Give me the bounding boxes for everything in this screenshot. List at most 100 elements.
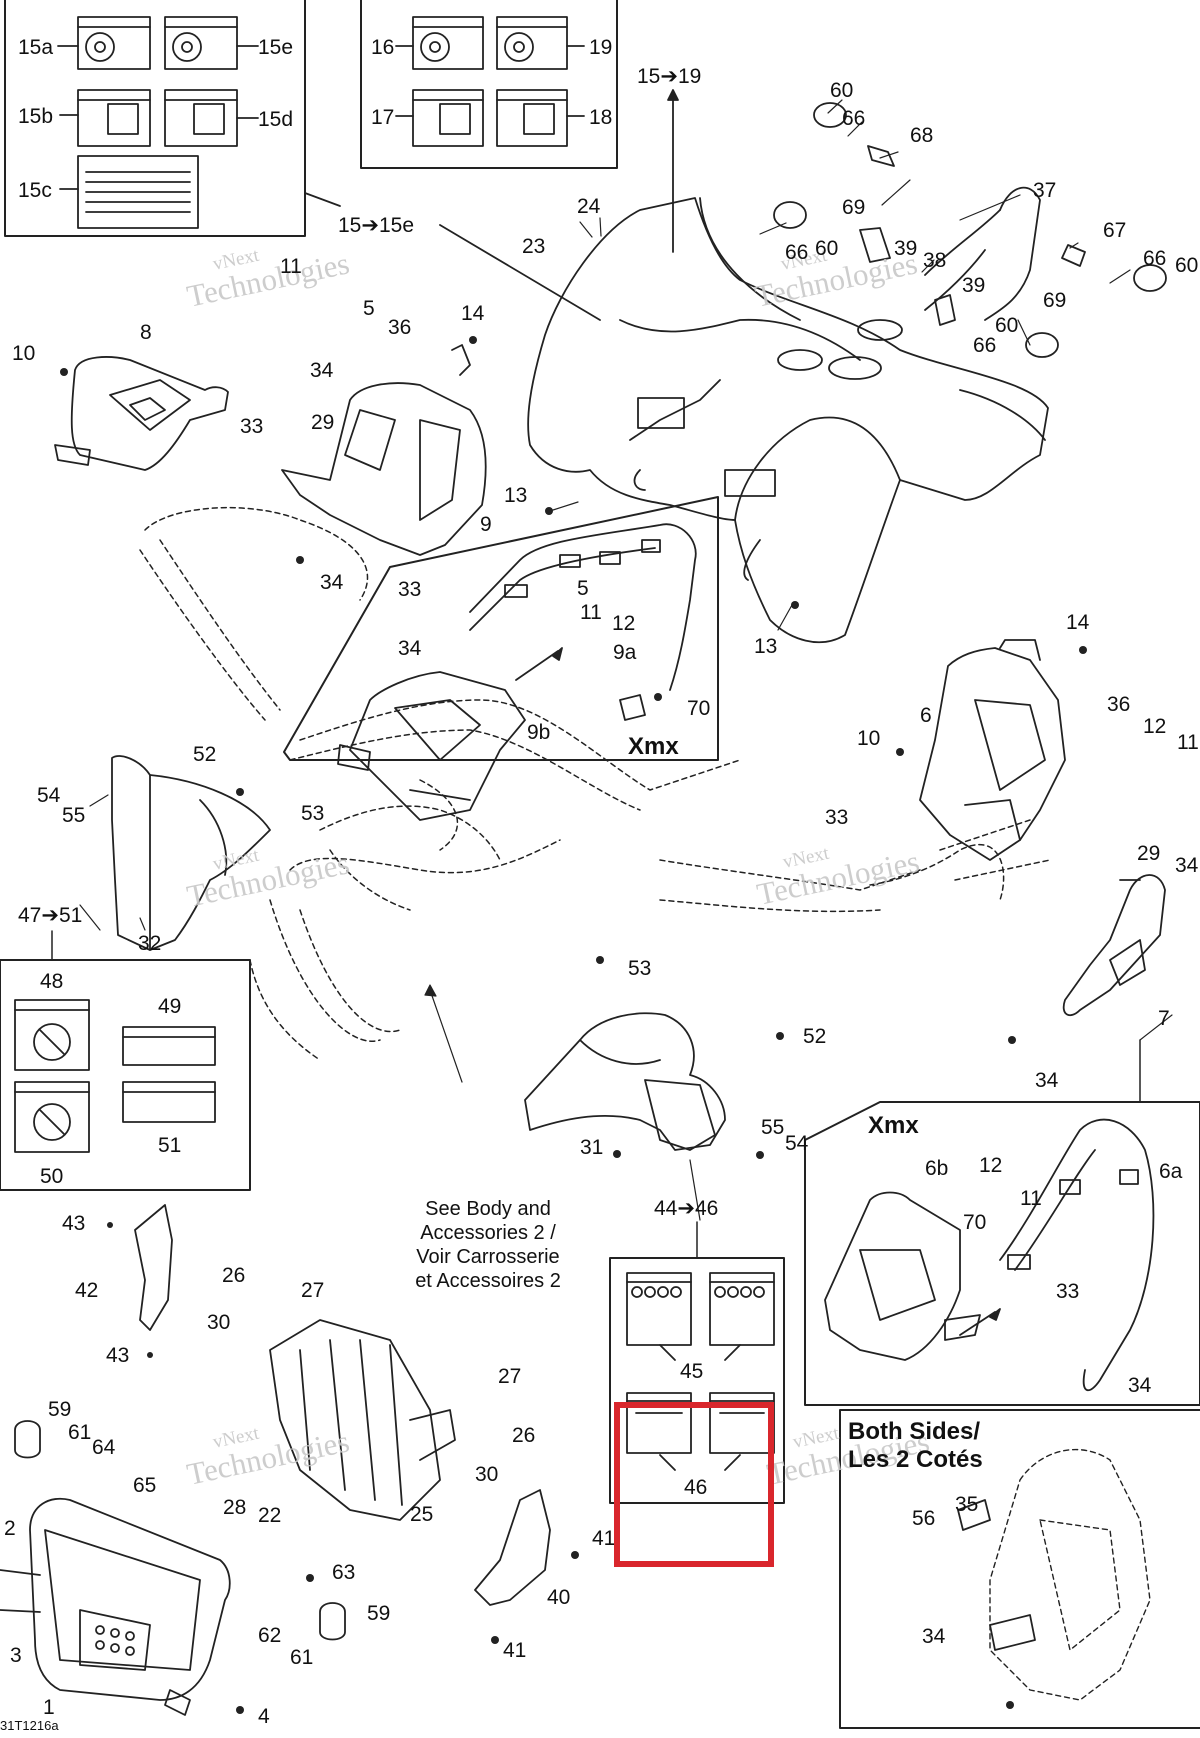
- callout-23: 23: [522, 235, 546, 258]
- callout-33: 33: [398, 578, 422, 601]
- callout-69: 69: [1043, 289, 1067, 312]
- callout-56: 56: [912, 1507, 936, 1530]
- callout-48: 48: [40, 970, 64, 993]
- callout-27: 27: [301, 1279, 325, 1302]
- callout-34: 34: [320, 571, 344, 594]
- callout-15c: 15c: [18, 179, 52, 202]
- decal-15d: [164, 89, 238, 147]
- front-body-part: [527, 197, 1049, 644]
- callout-41: 41: [503, 1639, 527, 1662]
- callout-3: 3: [10, 1644, 22, 1667]
- callout-41: 41: [592, 1527, 616, 1550]
- decal-19: [496, 16, 568, 70]
- decal-49: [122, 1026, 216, 1066]
- callout-11: 11: [1177, 731, 1199, 754]
- diagram-code: 31T1216a: [0, 1718, 59, 1733]
- decal-15e: [164, 16, 238, 70]
- callout-40: 40: [547, 1586, 571, 1609]
- decal-18: [496, 89, 568, 147]
- callout-45: 45: [680, 1360, 704, 1383]
- range-44-46: 44➔46: [654, 1197, 719, 1220]
- callout-55: 55: [761, 1116, 785, 1139]
- callout-29: 29: [311, 411, 335, 434]
- callout-16: 16: [371, 36, 395, 59]
- callout-70: 70: [963, 1211, 987, 1234]
- inset-box-16-19: [360, 0, 618, 169]
- callout-59: 59: [48, 1398, 72, 1421]
- bumper-caps-59: [14, 1420, 346, 1641]
- callout-11: 11: [280, 255, 302, 278]
- callout-70: 70: [687, 697, 711, 720]
- grille-25: [269, 1319, 456, 1521]
- callout-60: 60: [995, 314, 1019, 337]
- decal-48: [14, 999, 90, 1071]
- callout-49: 49: [158, 995, 182, 1018]
- variant-label-xmx: Xmx: [868, 1112, 919, 1139]
- callout-50: 50: [40, 1165, 64, 1188]
- decal-15b: [77, 89, 151, 147]
- callout-43: 43: [106, 1344, 130, 1367]
- callout-30: 30: [475, 1463, 499, 1486]
- callout-15a: 15a: [18, 36, 54, 59]
- frame-dashed: [139, 506, 1051, 1061]
- callout-61: 61: [68, 1421, 92, 1444]
- callout-24: 24: [577, 195, 601, 218]
- callout-33: 33: [825, 806, 849, 829]
- callout-8: 8: [140, 321, 152, 344]
- callout-54: 54: [785, 1132, 809, 1155]
- callout-54: 54: [37, 784, 61, 807]
- callout-14: 14: [461, 302, 485, 325]
- callout-5: 5: [577, 577, 589, 600]
- variant-label-xmx: Xmx: [628, 733, 679, 760]
- callout-67: 67: [1103, 219, 1127, 242]
- decal-45-left: [626, 1272, 692, 1346]
- both-sides-label-fr: Les 2 Cotés: [848, 1446, 983, 1473]
- cross-reference-note: See Body and Accessories 2 / Voir Carros…: [378, 1197, 598, 1293]
- range-47-51: 47➔51: [18, 904, 83, 927]
- callout-34: 34: [922, 1625, 946, 1648]
- callout-51: 51: [158, 1134, 182, 1157]
- callout-46: 46: [684, 1476, 708, 1499]
- callout-15e: 15e: [258, 36, 294, 59]
- bumper-9a: [469, 523, 697, 721]
- callout-34: 34: [1128, 1374, 1152, 1397]
- callout-10: 10: [12, 342, 36, 365]
- decal-45-right: [709, 1272, 775, 1346]
- decal-50: [14, 1081, 90, 1153]
- callout-66: 66: [973, 334, 997, 357]
- bumper-6a: [999, 1118, 1155, 1391]
- callout-53: 53: [301, 802, 325, 825]
- leader-lines-misc: [79, 794, 1173, 1221]
- callout-5: 5: [363, 297, 375, 320]
- callout-28: 28: [223, 1496, 247, 1519]
- skid-plate-6b: [824, 1191, 981, 1361]
- callout-6b: 6b: [925, 1157, 949, 1180]
- inset-box-xmx-9b: [283, 496, 719, 821]
- callout-15b: 15b: [18, 105, 54, 128]
- callout-66: 66: [1143, 247, 1167, 270]
- decal-16: [412, 16, 484, 70]
- callout-18: 18: [589, 106, 613, 129]
- callout-32: 32: [138, 932, 162, 955]
- callout-7: 7: [1158, 1007, 1170, 1030]
- callout-15d: 15d: [258, 108, 294, 131]
- callout-27: 27: [498, 1365, 522, 1388]
- callout-13: 13: [754, 635, 778, 658]
- callout-29: 29: [1137, 842, 1161, 865]
- bracket-40: [474, 1489, 551, 1606]
- callout-55: 55: [62, 804, 86, 827]
- front-bumper-1: [0, 1497, 231, 1716]
- callout-6: 6: [920, 704, 932, 727]
- callout-64: 64: [92, 1436, 116, 1459]
- rear-caps: [773, 102, 1167, 358]
- decal-15c: [77, 155, 199, 229]
- callout-34: 34: [398, 637, 422, 660]
- front-bumper-8: [54, 356, 229, 471]
- callout-9b: 9b: [527, 721, 551, 744]
- callout-34: 34: [1175, 854, 1199, 877]
- decal-46-right: [709, 1392, 775, 1454]
- callout-69: 69: [842, 196, 866, 219]
- callout-52: 52: [193, 743, 217, 766]
- inset-box-47-51: [0, 959, 251, 1191]
- callout-62: 62: [258, 1624, 282, 1647]
